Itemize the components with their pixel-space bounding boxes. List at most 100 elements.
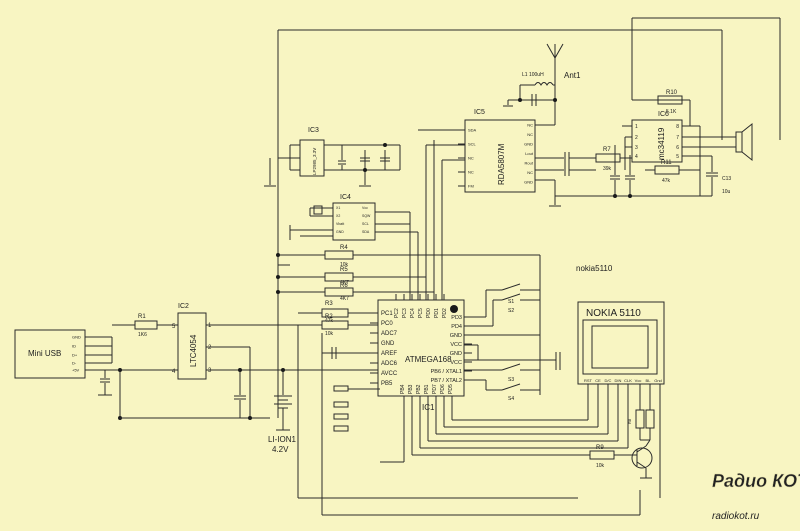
- r4-label: R4: [340, 245, 348, 251]
- ic6-pin-label: 4: [635, 154, 638, 160]
- inductor-label: L1 100uH: [522, 72, 544, 78]
- ic1-part: ATMEGA168: [405, 355, 452, 364]
- resistor-r6: R6 4K7: [278, 283, 434, 302]
- ic5-part: RDA5807M: [497, 143, 506, 185]
- switch-s1: S1: [464, 283, 540, 318]
- switch-s4: S4: [464, 379, 540, 402]
- r2-value: 10k: [325, 331, 334, 337]
- ic6-pin-label: 7: [676, 135, 679, 141]
- switch-s2: S2: [464, 293, 540, 327]
- r11-label: R11: [661, 160, 672, 166]
- r7-label: R7: [603, 147, 611, 153]
- ic5-rda5807m: IC5 RDA5807M SDASCLNCNCFMNCNCGNDLoutRout…: [458, 105, 700, 207]
- ic6-pin-label: 2: [635, 135, 638, 141]
- ic2-pin1: 1: [208, 323, 212, 329]
- r5-label: R5: [340, 267, 348, 273]
- r1-label: R1: [138, 314, 146, 320]
- s1-label: S1: [508, 299, 514, 305]
- switch-s3: S3: [464, 363, 540, 383]
- lcd-pin-label: CLK: [624, 378, 632, 383]
- watermark-logo: Радио КОТ: [712, 471, 800, 491]
- resistor-r1: R1 1K6: [112, 314, 178, 338]
- lcd-pin-label: BL: [646, 378, 652, 383]
- ic5-pin-label: Rout: [525, 161, 534, 166]
- resistor-r4: R4 10k: [278, 245, 540, 268]
- ic5-pin-label: FM: [468, 184, 474, 189]
- ic3-lp2985: IC3 LP2985_3.3V: [264, 127, 401, 187]
- r4-value: 10k: [340, 262, 349, 268]
- ic1-pin-label: PD1: [434, 308, 440, 318]
- ic1-atmega168: IC1 ATMEGA168 PC1PC0ADC7GNDAREFADC6AVCCP…: [370, 294, 472, 412]
- r5-value: 4K7: [340, 280, 349, 286]
- antenna: Ant1: [546, 43, 581, 80]
- ic1-pin-label: PD0: [426, 308, 432, 318]
- capacitor-c13: C13 10u: [700, 155, 731, 197]
- resistor-r9: R9 10k: [555, 445, 632, 469]
- ic5-pin-label: NC: [527, 132, 533, 137]
- ic4-pin: Vcc: [362, 206, 368, 210]
- ic5-pin-label: SDA: [468, 128, 477, 133]
- svg-text:R8: R8: [627, 418, 632, 424]
- ic6-pin-label: 5: [676, 154, 679, 160]
- ic4-pin: SCL: [362, 222, 369, 226]
- ic1-pin-label: PB5: [381, 381, 393, 387]
- r3-label: R3: [325, 301, 333, 307]
- s4-label: S4: [508, 396, 514, 402]
- ic4-pin: X2: [336, 214, 340, 218]
- ic1-pin-label: PC5: [418, 308, 424, 318]
- ic4-pin: Vbatt: [336, 222, 344, 226]
- ic2-pin4: 4: [172, 369, 176, 375]
- r6-value: 4K7: [340, 296, 349, 302]
- ic1-pin-label: ADC6: [381, 361, 398, 367]
- resistor-r10: R10 5.1K: [657, 90, 683, 115]
- r9-value: 10k: [596, 463, 605, 469]
- lcd-caption: nokia5110: [576, 264, 613, 273]
- ic2-pin3: 3: [208, 368, 212, 374]
- ic1-pin-label: VCC: [450, 360, 462, 366]
- usb-pin: GND: [72, 335, 81, 340]
- ic1-pin-label: GND: [450, 351, 462, 357]
- ic1-pin-label: PB3: [408, 384, 414, 394]
- r7-value: 39k: [603, 166, 612, 172]
- r6-label: R6: [340, 283, 348, 289]
- transistor-icon: [631, 439, 653, 479]
- ic4-pin: GND: [336, 230, 344, 234]
- battery-label: LI-ION1: [268, 435, 297, 444]
- r10-value: 5.1K: [666, 109, 677, 115]
- usb-pin: +5V: [72, 368, 80, 373]
- ic1-pin-label: PD2: [442, 308, 448, 318]
- usb-pin: D-: [72, 361, 77, 366]
- r1-value: 1K6: [138, 332, 147, 338]
- ic1-pin-label: AREF: [381, 351, 397, 357]
- ic6-pin-label: 3: [635, 145, 638, 151]
- ic4-label: IC4: [340, 194, 351, 201]
- ic1-pin-label: PD3: [451, 315, 462, 321]
- ic2-part: LTC4054: [189, 334, 198, 367]
- ic5-pin-label: SCL: [468, 142, 477, 147]
- ic2-pin2: 2: [208, 345, 212, 351]
- ic4-pin: X1: [336, 206, 340, 210]
- ic1-pin-label: VCC: [450, 342, 462, 348]
- ic3-part: LP2985_3.3V: [312, 148, 317, 175]
- s3-label: S3: [508, 377, 514, 383]
- ic3-label: IC3: [308, 127, 319, 134]
- mini-usb-label: Mini USB: [28, 349, 61, 358]
- ic1-pin-label: ADC7: [381, 331, 398, 337]
- usb-pin: D+: [72, 353, 78, 358]
- ic5-pin-label: NC: [527, 170, 533, 175]
- lcd-pin-label: Gnd: [654, 378, 662, 383]
- resistor-r5: R5 4K7: [278, 267, 426, 286]
- r11-value: 47k: [662, 178, 671, 184]
